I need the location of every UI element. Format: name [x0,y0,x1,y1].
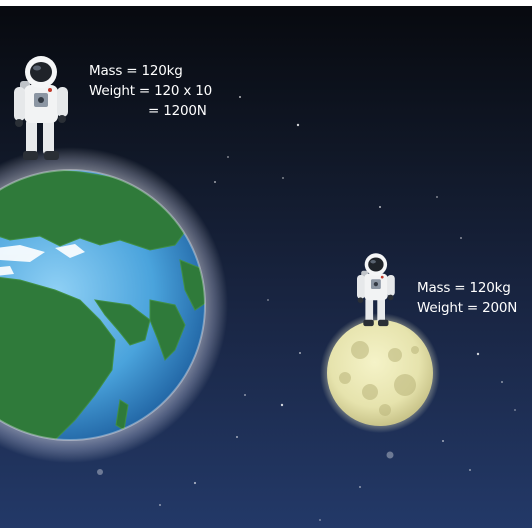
astronaut-moon-icon [357,253,395,327]
moon-astronaut-label: Mass = 120kg Weight = 200N [417,278,517,318]
moon-mass-text: Mass = 120kg [417,280,511,296]
moon-weight-text: Weight = 200N [417,300,518,316]
earth-mass-text: Mass = 120kg [89,63,183,79]
earth-weight-result-text: = 1200N [148,103,207,119]
top-border [0,0,532,6]
earth-astronaut-label: Mass = 120kg Weight = 120 x 10 = 1200N [89,61,212,121]
earth-weight-text: Weight = 120 x 10 [89,83,213,99]
earth-planet-icon [0,147,228,463]
astronaut-earth-icon [14,56,68,160]
stars [97,96,516,521]
moon-icon [320,313,440,433]
